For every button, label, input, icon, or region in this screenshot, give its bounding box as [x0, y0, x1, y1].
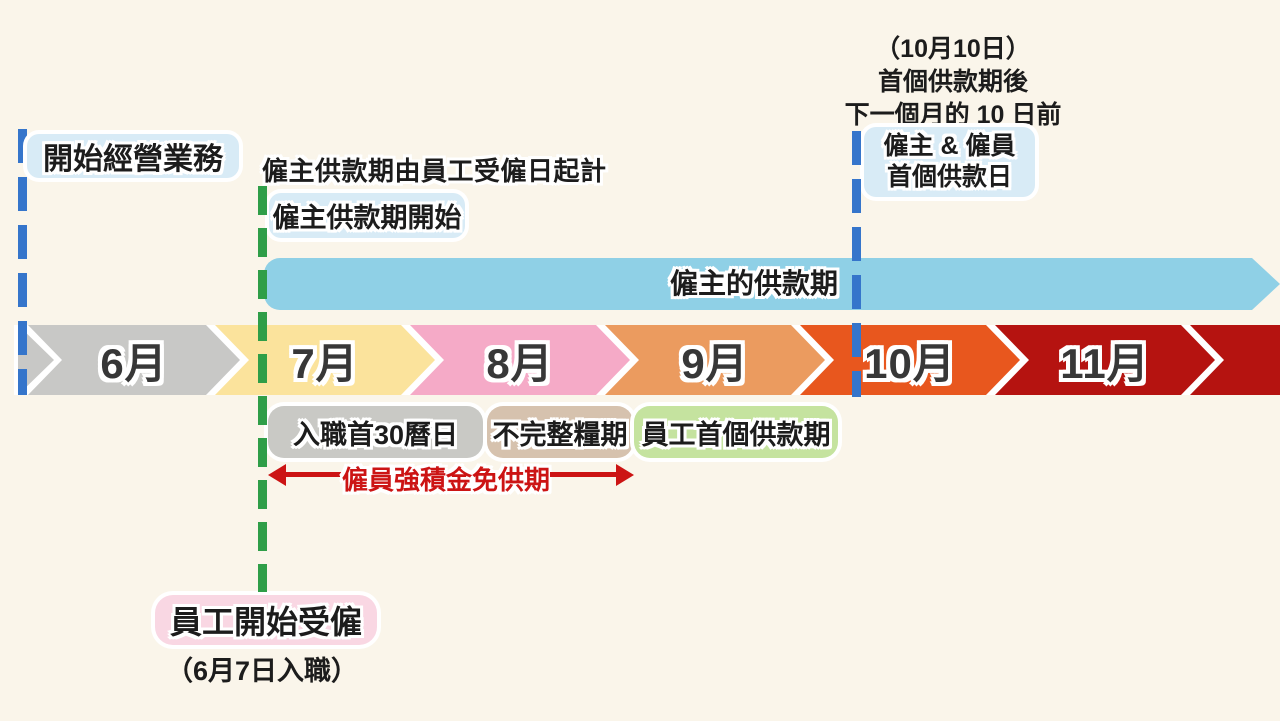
payment-due-line3: 下一個月的 10 日前 — [844, 101, 1062, 129]
employee-first-period-label: 員工首個供款期 — [641, 419, 831, 450]
month-september-label: 9月 — [681, 339, 749, 387]
employment-start-dashed-line — [258, 186, 267, 592]
employer-period-note: 僱主供款期由員工受僱日起計 — [262, 156, 607, 186]
employer-period-band-tip — [1252, 258, 1280, 310]
first-30-days-label: 入職首30曆日 — [292, 419, 459, 450]
exemption-arrow-left-line — [284, 472, 342, 477]
payment-due-line1: （10月10日） — [875, 35, 1031, 63]
month-july-label: 7月 — [291, 339, 359, 387]
exemption-arrow-right-head — [616, 464, 634, 486]
month-october: 10月 — [800, 325, 1020, 395]
incomplete-wage-period-box: 不完整糧期 — [487, 406, 633, 458]
employee-first-period-box: 員工首個供款期 — [634, 406, 838, 458]
employment-start-box: 員工開始受僱 — [155, 595, 377, 645]
first-payment-line1: 僱主 & 僱員 — [883, 132, 1016, 160]
month-august: 8月 — [410, 325, 630, 395]
months-band: 6月 7月 8月 9月 10月 11月 — [0, 325, 1280, 395]
month-august-label: 8月 — [486, 339, 554, 387]
month-september: 9月 — [605, 325, 825, 395]
month-october-label: 10月 — [864, 339, 956, 387]
exemption-arrow-right-line — [550, 472, 618, 477]
exemption-arrow-left-head — [268, 464, 286, 486]
payment-due-text: （10月10日） 首個供款期後 下一個月的 10 日前 — [845, 33, 1062, 132]
employer-period-start-box: 僱主供款期開始 — [269, 193, 465, 238]
business-start-box: 開始經營業務 — [27, 134, 239, 178]
business-start-dashed-line — [18, 129, 27, 395]
employer-period-band-label: 僱主的供款期 — [669, 268, 838, 299]
month-june: 6月 — [28, 325, 240, 395]
payment-due-line2: 首個供款期後 — [877, 68, 1029, 96]
month-june-label: 6月 — [100, 339, 168, 387]
incomplete-wage-period-label: 不完整糧期 — [492, 419, 628, 450]
first-30-days-box: 入職首30曆日 — [268, 406, 483, 458]
employment-start-label: 員工開始受僱 — [169, 604, 362, 640]
month-november: 11月 — [995, 325, 1215, 395]
employment-start-date: （6月7日入職） — [165, 656, 359, 686]
first-payment-dashed-line — [852, 131, 861, 397]
month-july: 7月 — [215, 325, 435, 395]
first-payment-box: 僱主 & 僱員 首個供款日 — [864, 127, 1035, 197]
business-start-label: 開始經營業務 — [43, 143, 223, 176]
employer-period-start-label: 僱主供款期開始 — [272, 203, 462, 233]
month-november-label: 11月 — [1060, 339, 1150, 387]
exemption-label: 僱員強積金免供期 — [341, 465, 551, 495]
employer-period-band — [264, 258, 1252, 310]
first-payment-line2: 首個供款日 — [886, 163, 1012, 191]
